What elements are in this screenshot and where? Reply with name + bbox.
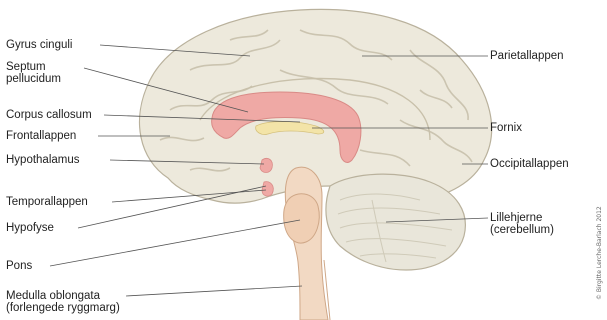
hypothalamus	[260, 158, 272, 172]
label-septum-pellucidum: Septum pellucidum	[6, 61, 61, 85]
label-lillehjerne: Lillehjerne (cerebellum)	[490, 212, 554, 236]
copyright-credit: © Birgitte Lerche-Barlach 2012	[596, 206, 603, 300]
label-occipitallappen: Occipitallappen	[490, 158, 569, 170]
label-temporallappen: Temporallappen	[6, 196, 88, 208]
label-medulla-oblongata: Medulla oblongata (forlengede ryggmarg)	[6, 290, 120, 314]
label-parietallappen: Parietallappen	[490, 50, 564, 62]
label-corpus-callosum: Corpus callosum	[6, 109, 92, 121]
label-gyrus-cinguli: Gyrus cinguli	[6, 39, 72, 51]
pons	[284, 194, 320, 243]
brainstem	[285, 167, 328, 320]
temporal-bump	[262, 182, 273, 196]
label-hypofyse: Hypofyse	[6, 222, 54, 234]
label-hypothalamus: Hypothalamus	[6, 154, 80, 166]
label-frontallappen: Frontallappen	[6, 130, 76, 142]
label-pons: Pons	[6, 260, 32, 272]
label-fornix: Fornix	[490, 122, 522, 134]
